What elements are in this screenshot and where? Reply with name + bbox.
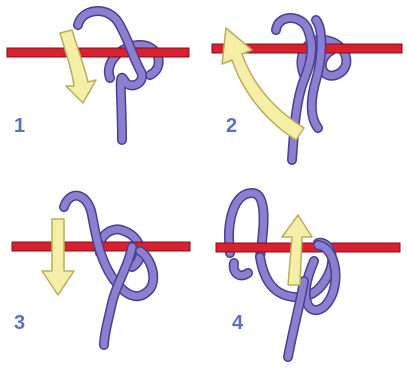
step-4-panel: 4 (204, 185, 407, 369)
step-number: 4 (232, 312, 244, 334)
step-1-panel: 1 (0, 0, 203, 184)
step-number: 2 (226, 115, 238, 137)
step-3-illustration (11, 190, 191, 350)
step-number: 3 (14, 312, 26, 334)
step-2-panel: 2 (204, 0, 407, 184)
step-4-illustration (215, 187, 401, 362)
step-1-illustration (6, 6, 190, 145)
up-left-curved-arrow (221, 27, 305, 141)
step-number: 1 (14, 115, 26, 137)
down-arrow (41, 218, 75, 296)
step-2-illustration (211, 13, 403, 165)
bar (6, 47, 190, 58)
down-curved-arrow (59, 29, 97, 104)
up-arrow (281, 214, 313, 286)
bar (215, 242, 401, 253)
step-3-panel: 3 (0, 185, 203, 369)
